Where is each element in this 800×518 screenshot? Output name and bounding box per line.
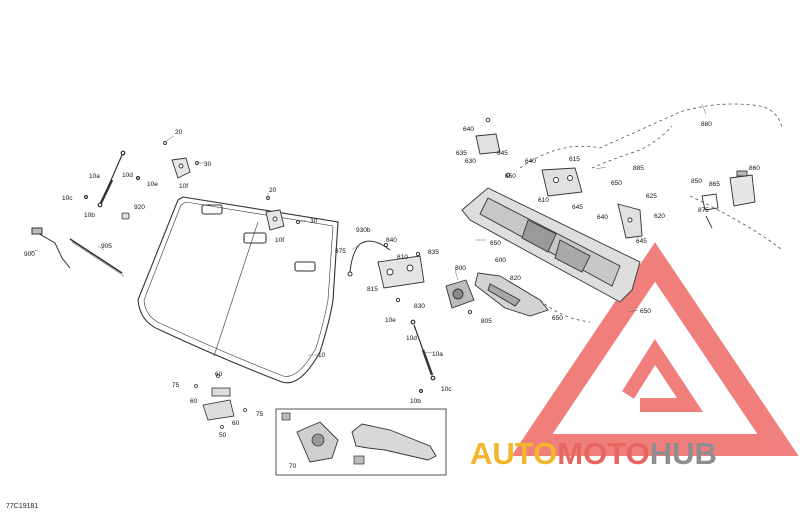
label-885: 885 <box>633 165 644 172</box>
upper-bracket <box>541 167 583 197</box>
label-30: 30 <box>310 218 318 225</box>
label-805: 805 <box>481 318 492 325</box>
label-815: 815 <box>367 286 378 293</box>
reservoir-bracket <box>701 193 719 229</box>
label-835: 835 <box>428 249 439 256</box>
watermark-triangle-logo <box>511 242 799 456</box>
label-10b: 10b <box>410 398 421 405</box>
label-50: 50 <box>219 432 227 439</box>
label-10f: 10f <box>179 183 188 190</box>
label-20: 20 <box>175 129 183 136</box>
label-10: 10 <box>318 352 326 359</box>
part-labels: 10 10a 10a 10b 10b 10c 10c 10d 10d 10e 1… <box>24 121 760 470</box>
label-820: 820 <box>510 275 521 282</box>
label-850: 850 <box>691 178 702 185</box>
watermark-part-2: MOTO <box>557 436 650 471</box>
label-800: 800 <box>455 265 466 272</box>
label-620: 620 <box>654 213 665 220</box>
latch-assembly <box>194 374 247 429</box>
handle-inset-box <box>275 408 447 476</box>
label-70: 70 <box>289 463 297 470</box>
label-830: 830 <box>414 303 425 310</box>
roof-panel <box>461 187 641 303</box>
label-905: 905 <box>101 243 112 250</box>
right-bracket-620 <box>617 203 643 239</box>
label-615: 615 <box>569 156 580 163</box>
label-875: 875 <box>698 207 709 214</box>
label-880: 880 <box>701 121 712 128</box>
hinge-top-left <box>163 141 199 179</box>
gas-strut-left <box>83 150 141 208</box>
watermark-wordmark: AUTOMOTOHUB <box>470 436 717 472</box>
label-10d: 10d <box>406 335 417 342</box>
label-860: 860 <box>749 165 760 172</box>
wiper-blade <box>69 238 125 277</box>
label-840: 840 <box>386 237 397 244</box>
label-10f: 10f <box>275 237 284 244</box>
label-10e: 10e <box>147 181 158 188</box>
label-600: 600 <box>495 257 506 264</box>
leader-lines <box>29 103 707 356</box>
figure-id: 77C19181 <box>6 503 39 510</box>
label-20: 20 <box>269 187 277 194</box>
label-610: 610 <box>538 197 549 204</box>
label-10c: 10c <box>62 195 73 202</box>
wiper-motor <box>445 279 475 315</box>
label-60: 60 <box>215 371 223 378</box>
label-900: 900 <box>24 251 35 258</box>
label-645: 645 <box>572 204 583 211</box>
gas-strut-right <box>410 319 436 394</box>
motor-bracket <box>377 242 425 303</box>
label-60: 60 <box>232 420 240 427</box>
washer-reservoir <box>729 170 756 207</box>
label-630: 630 <box>465 158 476 165</box>
label-650: 650 <box>505 173 516 180</box>
windshield-glass <box>137 196 339 384</box>
label-650: 650 <box>640 308 651 315</box>
label-625: 625 <box>646 193 657 200</box>
label-30: 30 <box>204 161 212 168</box>
label-920: 920 <box>134 204 145 211</box>
label-75: 75 <box>172 382 180 389</box>
label-650: 650 <box>490 240 501 247</box>
label-640: 640 <box>597 214 608 221</box>
label-930b: 930b <box>356 227 371 234</box>
bumper-920 <box>121 212 130 220</box>
label-640: 640 <box>525 158 536 165</box>
wiper-arm <box>31 227 71 269</box>
label-645: 645 <box>636 238 647 245</box>
label-865: 865 <box>709 181 720 188</box>
label-10e: 10e <box>385 317 396 324</box>
label-650: 650 <box>611 180 622 187</box>
label-640: 640 <box>463 126 474 133</box>
body-outline-dashed <box>519 103 783 323</box>
label-810: 810 <box>397 254 408 261</box>
label-645: 645 <box>497 150 508 157</box>
motor-cover <box>474 272 549 317</box>
label-10b: 10b <box>84 212 95 219</box>
label-10c: 10c <box>441 386 452 393</box>
label-10d: 10d <box>122 172 133 179</box>
watermark-part-3: HUB <box>649 436 717 471</box>
label-75: 75 <box>256 411 264 418</box>
label-875: 875 <box>335 248 346 255</box>
label-10a: 10a <box>432 351 443 358</box>
watermark-part-1: AUTO <box>470 436 558 471</box>
label-10a: 10a <box>89 173 100 180</box>
left-bracket-630 <box>475 117 511 178</box>
label-650: 650 <box>552 315 563 322</box>
label-60: 60 <box>190 398 198 405</box>
label-635: 635 <box>456 150 467 157</box>
